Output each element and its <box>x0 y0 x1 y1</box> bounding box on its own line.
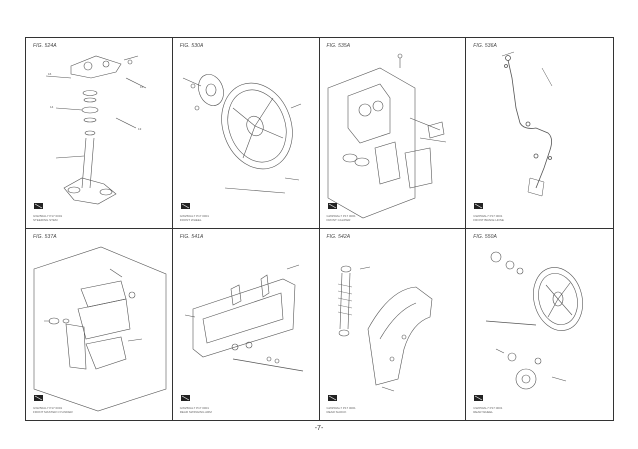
svg-text:16: 16 <box>48 72 52 76</box>
panel-front-wheel: FIG. 530A GW250AL7 P17 0001 FRONT WHEEL <box>172 38 320 229</box>
figure-label: FIG. 524A <box>33 43 57 49</box>
panel-footer: GW250AL7 P17 0001 STEERING STEM <box>33 214 63 222</box>
figure-label: FIG. 535A <box>326 43 351 49</box>
rear-shock-drawing <box>320 229 467 420</box>
figure-label: FIG. 541A <box>179 234 204 240</box>
manufacturer-logo-icon <box>180 395 190 401</box>
figure-label: FIG. 537A <box>33 234 57 240</box>
panel-footer: GW250AL7 P17 0001 REAR SHOCK <box>326 406 356 414</box>
panel-rear-shock: FIG. 542A GW250AL7 P17 0001 REAR SHOCK <box>320 229 467 420</box>
manufacturer-logo-icon <box>474 203 484 209</box>
panel-rear-wheel: FIG. 550A GW250AL7 P17 0001 REAR WHEEL <box>466 229 613 420</box>
figure-label: FIG. 536A <box>473 43 497 49</box>
panel-front-caliper: FIG. 535A GW250AL7 P17 0001 FRONT CALIPE… <box>319 38 467 229</box>
svg-text:15: 15 <box>140 85 144 89</box>
front-caliper-drawing <box>320 38 467 229</box>
front-brake-hose-drawing <box>466 38 613 229</box>
panel-footer: GW250AL7 P17 0001 FRONT BRAKE HOSE <box>473 214 504 222</box>
figure-label: FIG. 530A <box>179 43 204 49</box>
panel-rear-swinging-arm: FIG. 541A GW250AL7 P17 0001 REAR SWINGIN… <box>173 229 320 420</box>
page-number: -7- <box>314 425 324 432</box>
manufacturer-logo-icon <box>34 395 43 401</box>
panel-footer: GW250AL7 P17 0001 FRONT MASTER CYLINDER <box>33 406 73 414</box>
front-master-cylinder-drawing <box>26 229 173 420</box>
rear-wheel-drawing <box>466 229 613 420</box>
svg-text:14: 14 <box>50 105 54 109</box>
panel-footer: GW250AL7 P17 0001 FRONT WHEEL <box>179 214 209 222</box>
manufacturer-logo-icon <box>180 203 190 209</box>
manufacturer-logo-icon <box>34 203 43 209</box>
svg-text:13: 13 <box>138 127 142 131</box>
panel-front-master-cylinder: FIG. 537A GW250AL7 P17 0001 FRONT MASTER… <box>26 229 173 420</box>
panel-footer: GW250AL7 P17 0001 REAR WHEEL <box>473 406 503 414</box>
figure-label: FIG. 542A <box>326 234 351 240</box>
panel-front-brake-hose: FIG. 536A GW250AL7 P17 0001 FRONT BRAKE … <box>466 38 613 229</box>
figure-label: FIG. 550A <box>473 234 497 240</box>
manufacturer-logo-icon <box>327 203 337 209</box>
panel-steering-stem: FIG. 524A 16 15 14 13 GW250AL7 P17 0001 … <box>26 38 173 229</box>
manufacturer-logo-icon <box>327 395 337 401</box>
rear-swinging-arm-drawing <box>173 229 320 420</box>
steering-stem-drawing: 16 15 14 13 <box>26 38 173 229</box>
panel-footer: GW250AL7 P17 0001 REAR SWINGING ARM <box>179 406 212 414</box>
parts-sheet: FIG. 524A 16 15 14 13 GW250AL7 P17 0001 … <box>25 37 614 421</box>
front-wheel-drawing <box>173 38 320 229</box>
panel-footer: GW250AL7 P17 0001 FRONT CALIPER <box>326 214 356 222</box>
manufacturer-logo-icon <box>474 395 484 401</box>
